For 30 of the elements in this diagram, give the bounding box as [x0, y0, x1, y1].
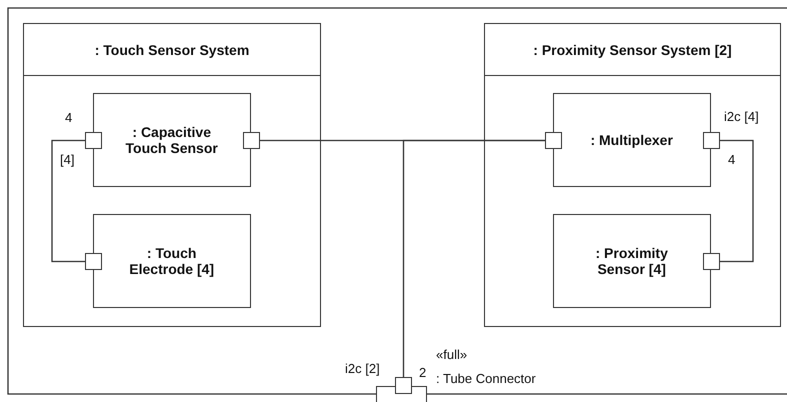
stereotype-label: «full» [436, 347, 468, 362]
port-label: i2c [4] [724, 109, 759, 124]
port-box [703, 132, 720, 149]
part-name: : Proximity Sensor [4] [594, 244, 669, 277]
block-name: : Touch Sensor System [94, 42, 250, 58]
port-box [703, 253, 720, 270]
connector-line [402, 140, 545, 377]
part-box [552, 214, 711, 308]
port-label: [4] [60, 152, 74, 167]
part-box [92, 214, 251, 308]
port-label: 4 [65, 110, 72, 125]
part-name: : Multiplexer [590, 132, 673, 148]
part-name: : Touch Electrode [4] [128, 244, 216, 277]
block-name: : Proximity Sensor System [2] [533, 42, 732, 58]
connector-line [720, 140, 754, 262]
connector-line [51, 140, 85, 262]
part-name: : Tube Connector [436, 371, 536, 386]
port-box [85, 253, 102, 270]
port-box [243, 132, 260, 149]
part-box [552, 92, 711, 187]
port-label: 4 [728, 152, 736, 167]
port-label: 2 [419, 365, 426, 380]
port-box [545, 132, 562, 149]
part-box [92, 92, 251, 187]
part-name: : Capacitive Touch Sensor [124, 124, 219, 156]
port-label: i2c [2] [345, 361, 380, 376]
block-box [484, 23, 781, 327]
port-box [85, 132, 102, 149]
port-box [395, 377, 412, 394]
block-box [23, 23, 321, 327]
